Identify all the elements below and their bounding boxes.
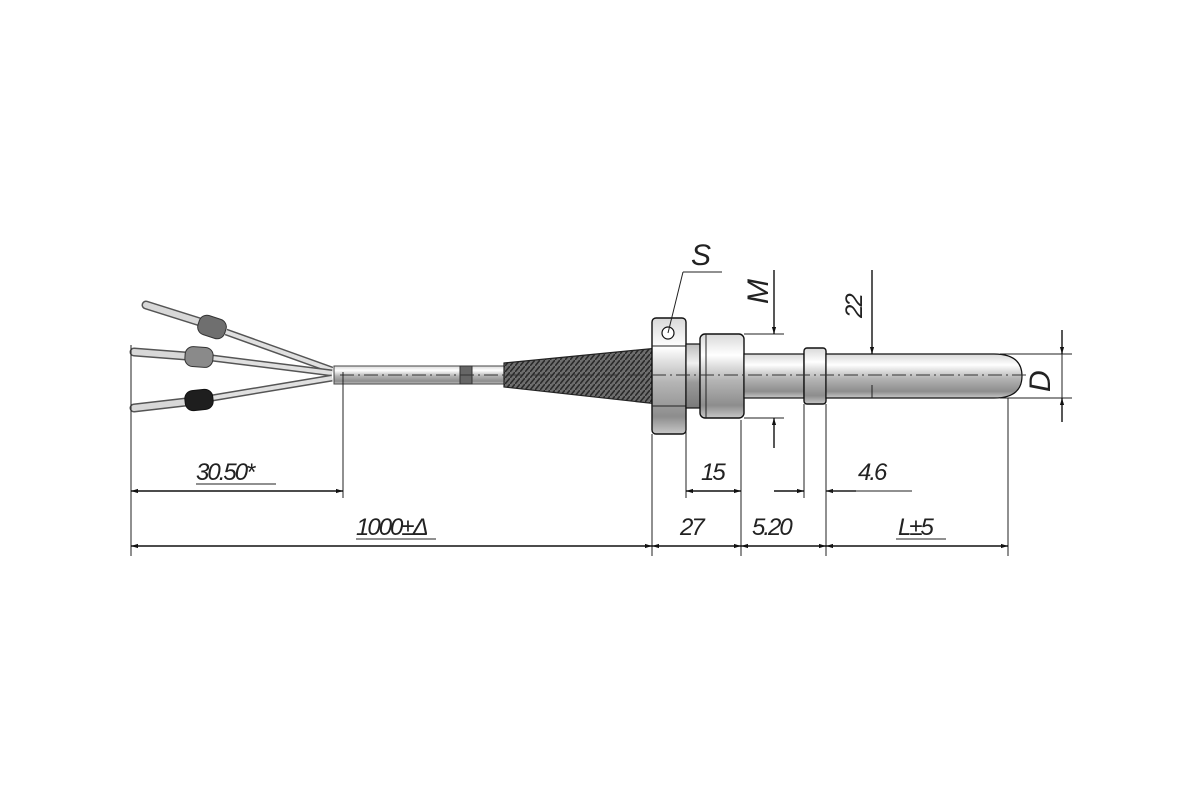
lead-wire-2 (129, 347, 333, 377)
lead-length-label: 30.50* (196, 459, 256, 486)
lead-wires (129, 300, 334, 413)
ferrule-2 (184, 346, 214, 368)
hex-nut (651, 317, 687, 435)
probe-length-label: L±5 (898, 514, 935, 541)
probe-tube (743, 347, 1023, 405)
lead-wire-3 (129, 374, 333, 413)
ferrule-3 (184, 388, 214, 412)
extension-lines (130, 333, 1072, 556)
collar-width-label: 4.6 (858, 459, 888, 486)
threaded-fitting (685, 333, 745, 419)
lead-wire-1 (141, 300, 334, 374)
cable-length-label: 1000±Δ (356, 514, 428, 541)
diameter-22-label: 22 (841, 294, 868, 319)
hex-length-label: 27 (679, 514, 706, 541)
dimension-lines (131, 270, 1065, 549)
strain-relief-spring (503, 347, 659, 405)
thread-length-label: 15 (701, 459, 726, 486)
thread-label: M (742, 279, 775, 304)
wrench-size-label: S (691, 239, 711, 272)
probe-diameter-label: D (1024, 370, 1057, 392)
collar-length-label: 5.20 (752, 514, 793, 541)
ferrule-1 (197, 314, 227, 340)
